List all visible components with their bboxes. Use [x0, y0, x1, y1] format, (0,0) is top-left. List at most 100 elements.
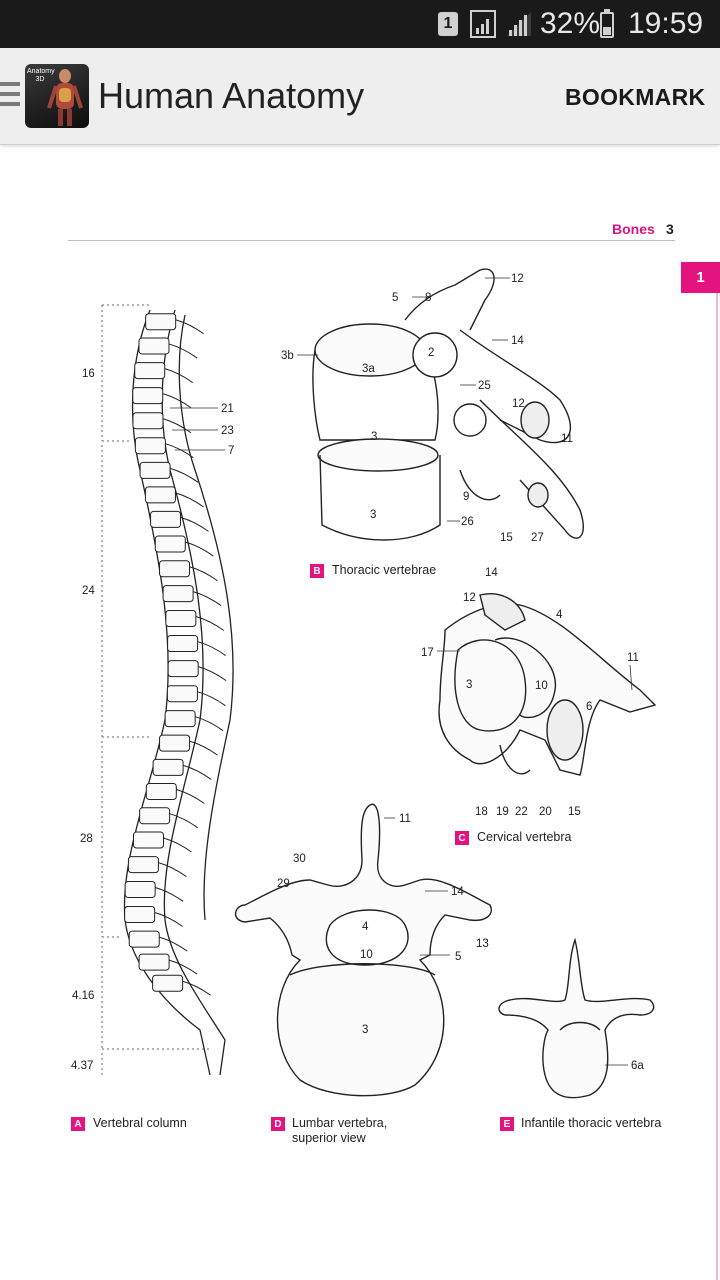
figure-b-label: 26	[461, 516, 474, 528]
spinous-process	[168, 959, 198, 975]
vertebra-body	[165, 610, 197, 628]
figure-d-label: 11	[399, 813, 411, 825]
spinous-process	[175, 319, 204, 335]
figure-d-label: 4	[362, 921, 369, 933]
spinous-process	[169, 813, 198, 829]
spinous-process	[189, 566, 218, 582]
spinous-process	[162, 393, 192, 409]
vertebra-body	[132, 412, 164, 430]
figure-b-label: 27	[531, 532, 544, 544]
spinous-process	[195, 616, 225, 631]
figure-d-caption-line2: superior view	[292, 1131, 366, 1145]
page-number: 3	[666, 221, 674, 237]
figure-c-label: 22	[515, 806, 528, 818]
figure-d-caption-line1: Lumbar vertebra,	[292, 1116, 388, 1130]
spinous-process	[180, 516, 209, 532]
spinous-process	[159, 936, 188, 952]
spinous-process	[198, 666, 227, 682]
vertebra-body	[164, 710, 196, 728]
vertebra-body	[128, 930, 160, 948]
figure-a-label: 28	[80, 833, 93, 845]
figure-d-label: 3	[362, 1024, 368, 1036]
figure-c-marker: C	[455, 831, 469, 845]
vertebra-body	[152, 758, 184, 776]
figure-b-label: 2	[428, 347, 434, 359]
figure-c-label: 20	[539, 806, 552, 818]
signal-outline-icon	[470, 10, 496, 38]
vertebra-body	[139, 807, 171, 825]
figure-a-label: 16	[82, 368, 95, 380]
spinous-process	[155, 886, 184, 902]
figure-b-label: 14	[511, 335, 524, 347]
vertebra-body	[167, 635, 199, 653]
bookmark-button[interactable]: BOOKMARK	[565, 84, 706, 110]
figure-a-label: 21	[221, 403, 234, 415]
battery-icon	[600, 12, 614, 38]
figure-d-label: 13	[476, 938, 489, 950]
sim-icon: 1	[438, 12, 458, 36]
spinous-process	[162, 418, 192, 434]
figure-d-label: 10	[360, 949, 373, 961]
spinous-process	[168, 343, 198, 359]
chapter-tab[interactable]: 1	[681, 262, 720, 293]
spinous-process	[163, 837, 192, 853]
figure-a-label: 24	[82, 585, 95, 597]
figure-a-label: 4.37	[71, 1060, 93, 1072]
infantile-vertebra-drawing	[498, 937, 655, 1099]
menu-icon[interactable]	[0, 82, 22, 112]
vertebra-body	[132, 387, 164, 405]
figure-e-caption: Infantile thoracic vertebra	[521, 1116, 662, 1130]
figure-b-label: 9	[463, 491, 469, 503]
spinous-process	[189, 740, 218, 756]
app-logo-line1: Anatomy	[27, 68, 55, 75]
vertebra-body	[145, 313, 177, 331]
chapter-margin-line	[716, 293, 718, 1280]
vertebra-body	[127, 856, 159, 874]
vertebra-body	[134, 362, 166, 380]
figure-c-label: 11	[627, 652, 639, 664]
figure-a-caption: Vertebral column	[93, 1116, 187, 1130]
vertebra-body	[166, 685, 198, 703]
figure-b-label: 3a	[362, 363, 375, 375]
vertebra-body	[132, 831, 164, 849]
figure-a-label: 4.16	[72, 990, 94, 1002]
vertebra-body	[152, 974, 184, 992]
figure-b-label: 11	[561, 433, 573, 445]
vertebra-body	[124, 880, 156, 898]
spinous-process	[175, 492, 204, 508]
figure-c-label: 15	[568, 806, 581, 818]
clock: 19:59	[628, 7, 704, 40]
figure-d-label: 29	[277, 878, 290, 890]
spinous-process	[158, 862, 187, 877]
vertebra-body	[167, 660, 199, 678]
figure-b-label: 25	[478, 380, 491, 392]
cervical-vertebra-drawing	[438, 593, 657, 776]
figure-c-label: 12	[463, 592, 476, 604]
figure-d-label: 5	[455, 951, 461, 963]
spinous-process	[182, 764, 212, 780]
figure-c-label: 4	[556, 609, 563, 621]
spinous-process	[197, 641, 226, 656]
battery-cap	[604, 9, 610, 12]
figure-d-label: 30	[293, 853, 306, 865]
spinous-process	[164, 368, 194, 384]
vertebra-body	[138, 337, 170, 355]
figure-b-label: 12	[511, 273, 524, 285]
figure-b-marker: B	[310, 564, 324, 578]
status-bar: 1 32% 19:59	[0, 0, 720, 48]
app-title: Human Anatomy	[98, 75, 365, 116]
spinous-process	[169, 467, 199, 483]
figure-b-label: 3	[370, 509, 376, 521]
figure-b-label: 12	[512, 398, 525, 410]
vertebra-body	[145, 783, 177, 801]
figure-d-label: 14	[451, 886, 464, 898]
signal-strength-icon	[507, 12, 531, 36]
vertebra-body	[150, 510, 182, 528]
figure-c-label: 18	[475, 806, 488, 818]
vertebra-body	[159, 734, 191, 752]
figure-c-label: 14	[485, 567, 498, 579]
